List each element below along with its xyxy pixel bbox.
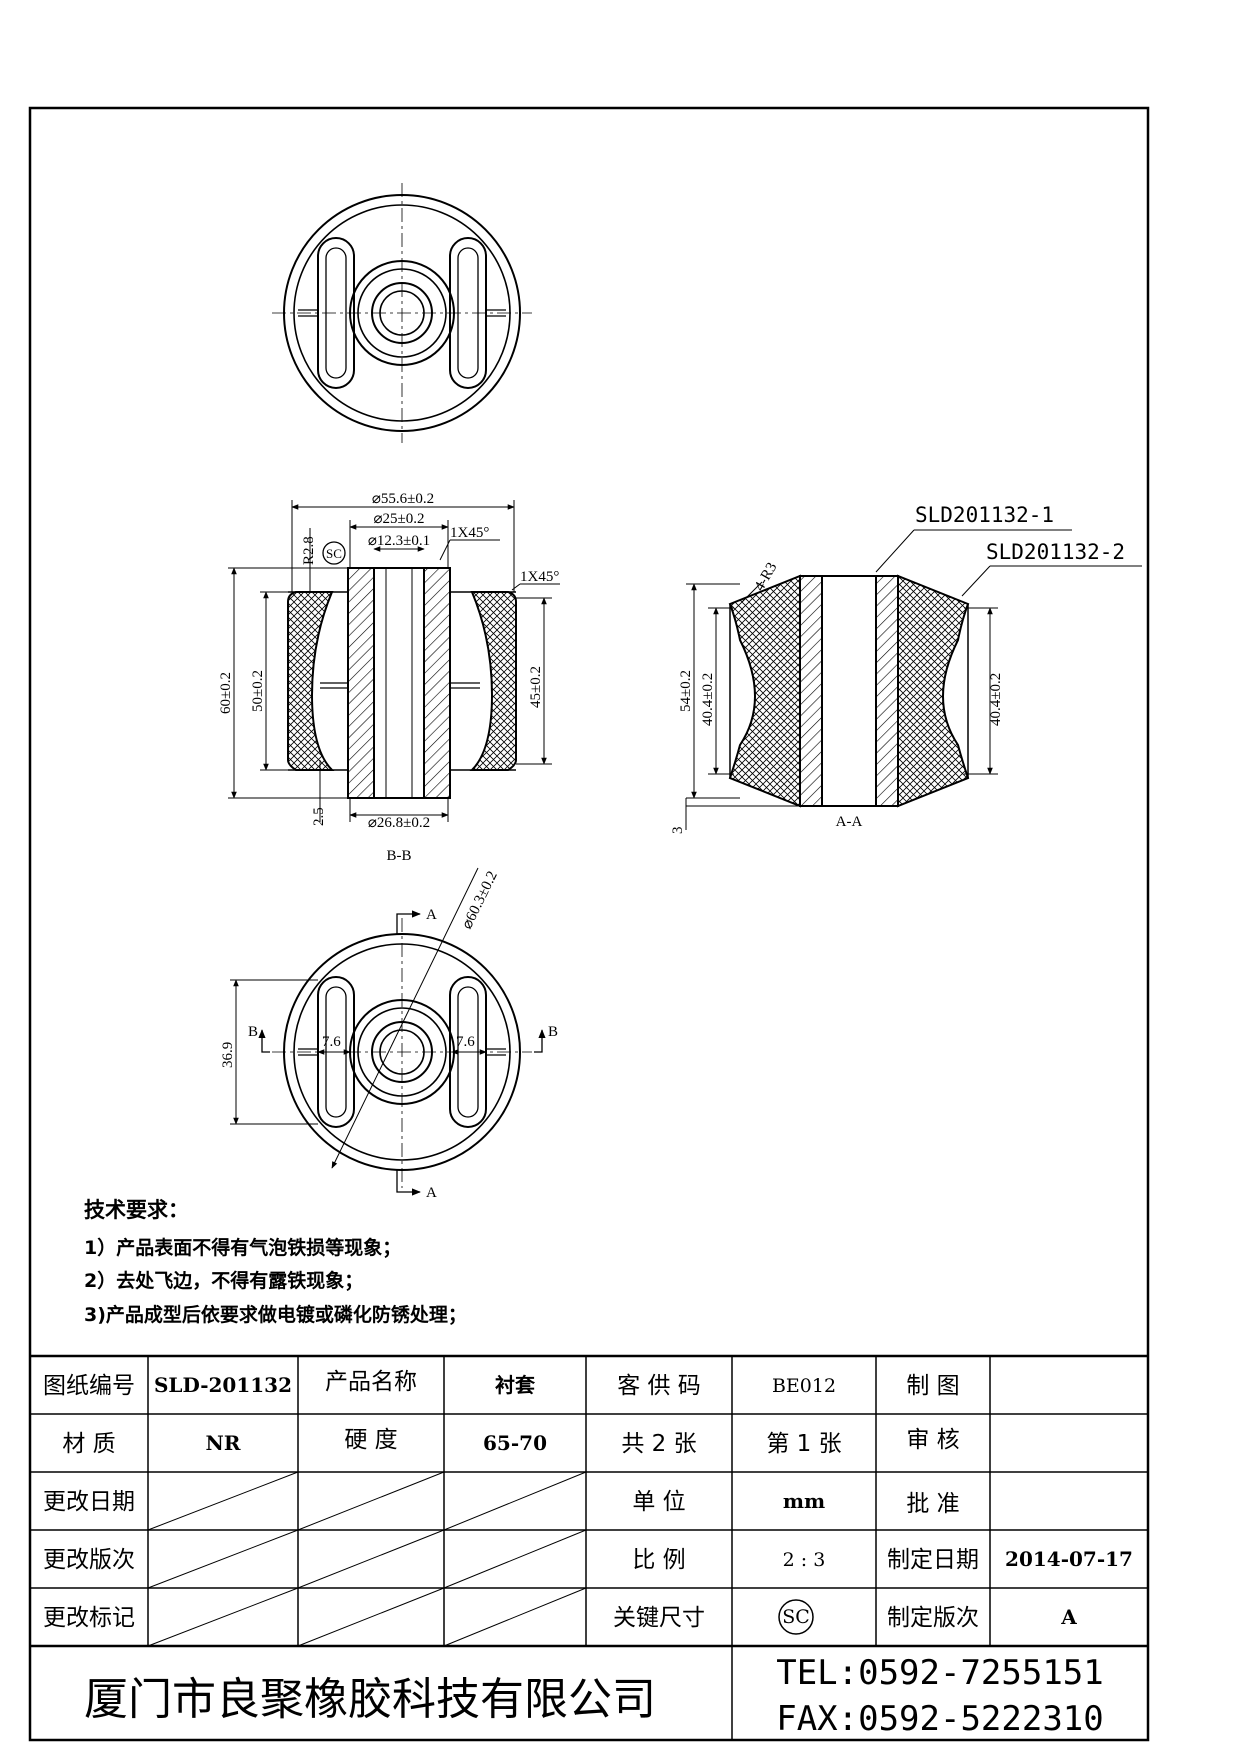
aa-callout-2: SLD201132-2 (986, 540, 1125, 564)
tech-req-title: 技术要求： (84, 1198, 189, 1222)
tb-label-drawing-no: 图纸编号 (43, 1373, 135, 1399)
bb-dim-height-50: 50±0.2 (250, 670, 266, 712)
tb-label-hardness: 硬 度 (344, 1427, 397, 1453)
tb-label-issue-date: 制定日期 (887, 1547, 979, 1573)
technical-requirements: 技术要求： 1）产品表面不得有气泡铁损等现象； 2）去处飞边，不得有露铁现象； … (84, 1198, 467, 1326)
tb-label-key-dimension: 关键尺寸 (613, 1605, 705, 1631)
plan-dim-dia-603: ⌀60.3±0.2 (459, 869, 501, 932)
tb-label-approved: 批 准 (906, 1491, 959, 1517)
tb-label-unit: 单 位 (632, 1489, 685, 1515)
tech-req-item: 1）产品表面不得有气泡铁损等现象； (84, 1236, 401, 1259)
tb-label-drawn: 制 图 (906, 1373, 959, 1399)
plan-dim-left-76: 7.6 (322, 1034, 341, 1050)
aa-dim-offset-3: 3 (670, 827, 686, 835)
sheet-border (28, 106, 1150, 1742)
tb-label-reviewed: 审 核 (906, 1427, 959, 1453)
company-name: 厦门市良聚橡胶科技有限公司 (84, 1674, 656, 1725)
tb-label-material: 材 质 (62, 1431, 115, 1457)
bb-dim-bottom-dia: ⌀26.8±0.2 (368, 815, 430, 831)
tb-label-product-name: 产品名称 (325, 1369, 417, 1395)
tb-label-scale: 比 例 (632, 1547, 685, 1573)
bb-dim-gap-25: 2.5 (311, 807, 327, 826)
lower-plan-view: A A B B ⌀60.3±0.2 36.9 7.6 7.6 (220, 867, 558, 1201)
bb-dim-outer-dia: ⌀55.6±0.2 (372, 491, 434, 507)
tb-value-sheet-no: 第 1 张 (766, 1431, 841, 1457)
plan-dim-right-76: 7.6 (456, 1034, 475, 1050)
tb-value-material: NR (206, 1431, 241, 1455)
bb-dim-height-45: 45±0.2 (528, 666, 544, 708)
bb-sc-symbol: SC (326, 546, 342, 561)
bb-dim-radius: R2.8 (301, 536, 317, 565)
bb-dim-inner-dia: ⌀12.3±0.1 (368, 533, 430, 549)
title-block (30, 1354, 1148, 1740)
bb-dim-height-60: 60±0.2 (218, 672, 234, 714)
top-plan-view (272, 183, 532, 443)
section-b-b-view: SC ⌀55.6±0.2 ⌀25±0.2 ⌀12.3±0.1 1X45° 1X4… (218, 491, 560, 864)
tb-value-unit: mm (783, 1489, 825, 1513)
plan-cut-a-top: A (426, 907, 437, 923)
plan-cut-a-bottom: A (426, 1185, 437, 1201)
section-a-a-view: SLD201132-1 SLD201132-2 4-R3 54±0.2 40.4… (670, 503, 1142, 834)
tech-req-item: 3)产品成型后依要求做电镀或磷化防锈处理； (84, 1303, 467, 1326)
tech-req-item: 2）去处飞边，不得有露铁现象； (84, 1269, 363, 1292)
plan-dim-height-369: 36.9 (220, 1042, 236, 1068)
bb-dim-dia-25: ⌀25±0.2 (373, 511, 424, 527)
tb-value-key-dimension: SC (782, 1606, 810, 1628)
tb-label-change-date: 更改日期 (43, 1489, 135, 1515)
tb-label-change-mark: 更改标记 (43, 1605, 135, 1631)
aa-view-name: A-A (836, 814, 863, 830)
tb-value-drawing-no: SLD-201132 (154, 1373, 292, 1397)
tb-value-customer-code: BE012 (772, 1375, 836, 1397)
title-block-text: 图纸编号 SLD-201132 产品名称 衬套 客 供 码 BE012 制 图 … (43, 1369, 1133, 1739)
tb-label-issue-version: 制定版次 (887, 1605, 979, 1631)
bb-dim-chamfer-right: 1X45° (520, 569, 559, 585)
bb-dim-chamfer-top: 1X45° (450, 525, 489, 541)
plan-cut-b-right: B (548, 1024, 558, 1040)
tb-value-issue-version: A (1060, 1605, 1077, 1629)
tb-value-scale: 2 : 3 (783, 1549, 826, 1571)
tb-label-change-version: 更改版次 (43, 1547, 135, 1573)
company-fax: FAX:0592-5222310 (776, 1699, 1104, 1739)
bb-view-name: B-B (386, 848, 411, 864)
tb-value-hardness: 65-70 (483, 1431, 547, 1455)
tb-label-customer-code: 客 供 码 (617, 1373, 701, 1399)
aa-dim-height-404-left: 40.4±0.2 (700, 673, 716, 726)
aa-callout-1: SLD201132-1 (915, 503, 1054, 527)
aa-dim-height-404-right: 40.4±0.2 (988, 673, 1004, 726)
tb-value-product-name: 衬套 (495, 1373, 535, 1397)
plan-cut-b-left: B (248, 1024, 258, 1040)
aa-dim-height-54: 54±0.2 (678, 670, 694, 712)
tb-value-issue-date: 2014-07-17 (1005, 1547, 1133, 1571)
company-tel: TEL:0592-7255151 (776, 1653, 1104, 1693)
tb-label-total-sheets: 共 2 张 (621, 1431, 696, 1457)
